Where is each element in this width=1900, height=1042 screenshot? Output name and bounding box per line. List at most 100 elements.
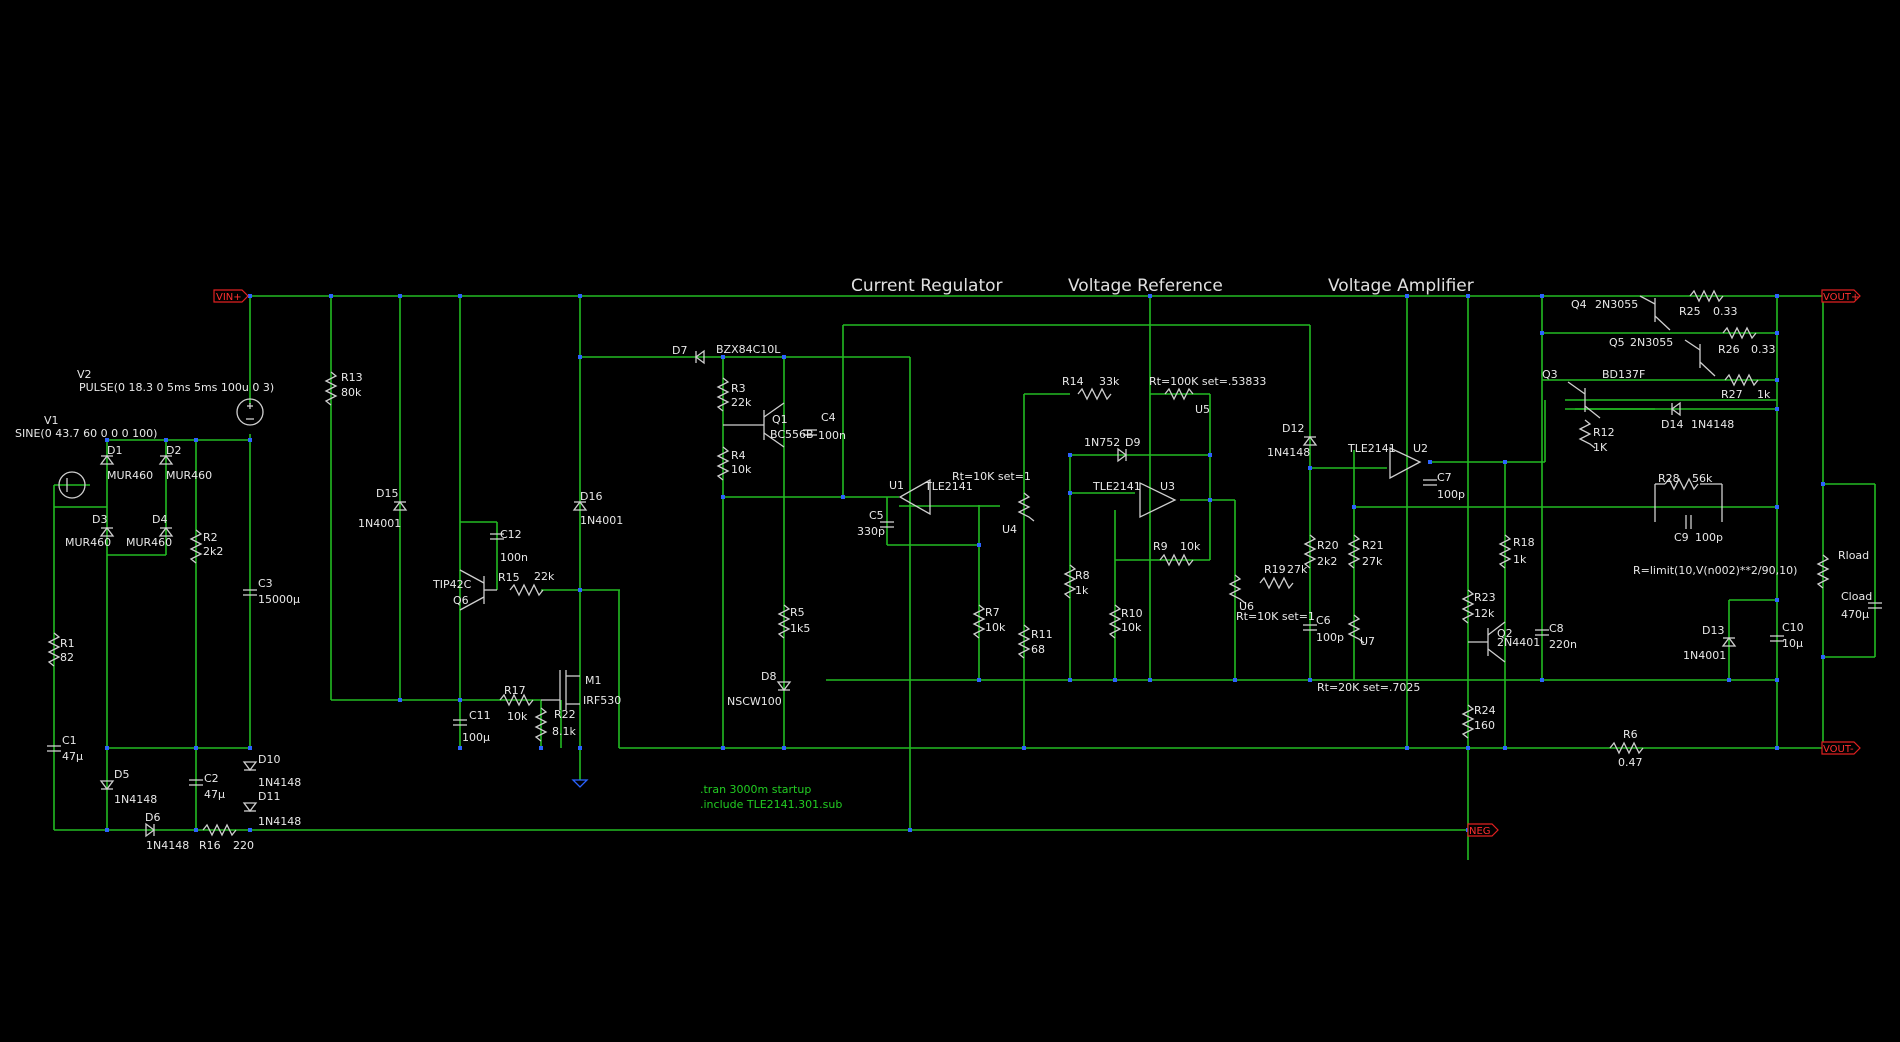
label: 2N3055 [1630,336,1673,349]
section-title-reference: Voltage Reference [1068,276,1223,296]
label: C9 [1674,531,1689,544]
label: 470µ [1841,608,1869,621]
label: R8 [1075,569,1090,582]
capacitor-symbol [1423,479,1437,486]
label: D6 [145,811,160,824]
label: C3 [258,577,273,590]
label: D13 [1702,624,1724,637]
wires [53,295,1876,860]
label: 33k [1099,375,1120,388]
label: R24 [1474,704,1496,717]
label: 47µ [62,750,83,763]
transistor-symbol [723,402,785,448]
potentiometer-symbol [1347,614,1365,644]
label: R4 [731,449,746,462]
capacitor-symbol [1303,624,1317,631]
net-flag-icon: NEG [1467,823,1499,837]
net-vout-neg-label: VOUT- [1823,744,1854,755]
label: R16 [199,839,221,852]
label: U4 [1002,523,1017,536]
label: TLE2141 [1092,480,1141,493]
label: 1N4001 [358,517,401,530]
label: Rt=20K set=.7025 [1317,681,1420,694]
label: Q2 [1497,627,1513,640]
label: V2 [77,368,92,381]
label: R6 [1623,728,1638,741]
resistor-symbol [1259,576,1294,590]
resistor-symbol [1578,419,1596,449]
component-labels: V1 SINE(0 43.7 60 0 0 0 100) V2 PULSE(0 … [15,298,1872,852]
resistor-symbol [1722,326,1757,340]
capacitor-symbol [1685,515,1692,529]
zener-symbol [1117,447,1128,463]
label: 10k [507,710,528,723]
diode-symbol [392,500,408,511]
label: R15 [498,571,520,584]
label: MUR460 [65,536,111,549]
resistor-symbol [1689,289,1724,303]
resistor-symbol [1017,624,1031,659]
resistor-symbol [1077,387,1112,401]
label: Q1 [772,413,788,426]
label: C8 [1549,622,1564,635]
voltage-source-symbol [236,398,264,426]
label: U5 [1195,403,1210,416]
label: U7 [1360,635,1375,648]
label: TIP42C [432,578,472,591]
label: V1 [44,414,59,427]
label: Q3 [1542,368,1558,381]
label: 82 [60,651,74,664]
resistor-symbol [1108,604,1122,639]
mosfet-symbol [541,670,580,710]
label: C2 [204,772,219,785]
label: C6 [1316,614,1331,627]
net-flags: VIN+ VOUT+ VOUT- NEG [213,289,1861,837]
label: 10k [1121,621,1142,634]
label: D12 [1282,422,1304,435]
label: 160 [1474,719,1495,732]
transistor-symbol [1468,621,1506,663]
label: C1 [62,734,77,747]
capacitor-symbol [1535,629,1549,636]
diode-symbol [158,526,174,537]
label: 0.33 [1713,305,1738,318]
label: 56k [1692,472,1713,485]
net-neg-label: NEG [1469,826,1491,837]
capacitor-symbol [1770,635,1784,642]
label: R11 [1031,628,1053,641]
label: R3 [731,382,746,395]
potentiometer-symbol [1228,574,1246,604]
label: 220n [1549,638,1577,651]
label: 1k [1757,388,1771,401]
label: 22k [731,396,752,409]
resistor-symbol [534,707,548,742]
label: R22 [554,708,576,721]
resistor-symbol [1063,564,1077,599]
diode-symbol [572,500,588,511]
label: 330p [857,525,885,538]
label: 10µ [1782,637,1803,650]
label: 2k2 [1317,555,1337,568]
label: Rt=100K set=.53833 [1149,375,1266,388]
label: 100p [1695,531,1723,544]
label: C11 [469,709,491,722]
label: D7 [672,344,687,357]
label: 2k2 [203,545,223,558]
label: C10 [1782,621,1804,634]
voltage-source-symbol [58,471,86,499]
resistor-symbol [1303,534,1317,569]
label: 1N752 [1084,436,1120,449]
transistor-symbol [1684,339,1716,377]
label: R13 [341,371,363,384]
net-flag-icon: VIN+ [213,289,249,303]
label: 2N3055 [1595,298,1638,311]
label: 100n [500,551,528,564]
diode-symbol [99,526,115,537]
label: 68 [1031,643,1045,656]
label: Q4 [1571,298,1587,311]
diode-symbol [99,454,115,465]
transistor-symbol [1639,295,1671,331]
label: R=limit(10,V(n002)**2/90,10) [1633,564,1797,577]
label: 100n [818,429,846,442]
potentiometer-symbol [1164,387,1194,401]
